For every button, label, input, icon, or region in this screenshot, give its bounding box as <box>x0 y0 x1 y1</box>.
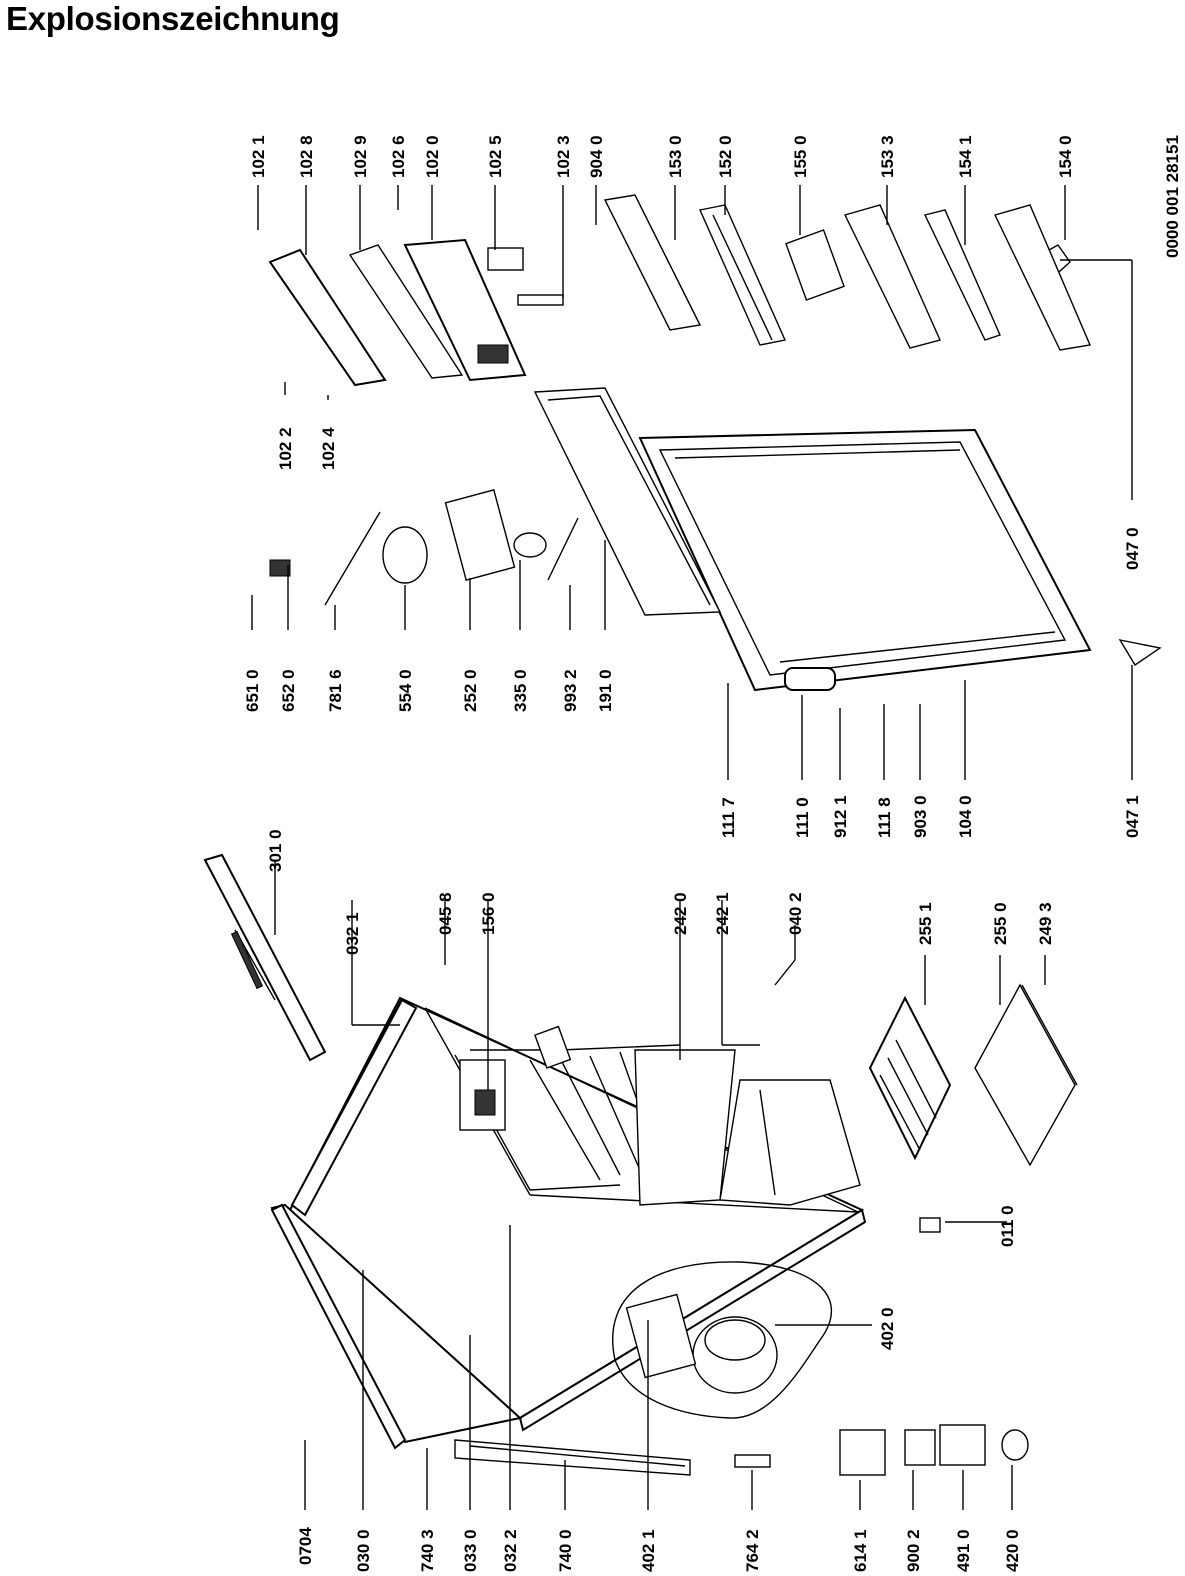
label-740-0: 740 0 <box>556 1529 575 1572</box>
part-labels: 102 1 102 8 102 9 102 6 102 0 102 5 102 … <box>243 135 1182 1572</box>
label-420-0: 420 0 <box>1003 1529 1022 1572</box>
label-102-6: 102 6 <box>389 135 408 178</box>
label-993-2: 993 2 <box>561 669 580 712</box>
label-111-0: 111 0 <box>793 797 812 838</box>
label-104-0: 104 0 <box>956 795 975 838</box>
label-249-3: 249 3 <box>1036 902 1055 945</box>
label-154-1: 154 1 <box>956 135 975 178</box>
label-903-0: 903 0 <box>911 795 930 838</box>
label-102-9: 102 9 <box>351 135 370 178</box>
label-102-1: 102 1 <box>249 135 268 178</box>
label-301-0: 301 0 <box>266 829 285 872</box>
cabinet <box>203 194 1162 1476</box>
label-904-0: 904 0 <box>587 135 606 178</box>
label-030-0: 030 0 <box>354 1529 373 1572</box>
label-402-0: 402 0 <box>878 1307 897 1350</box>
label-102-3: 102 3 <box>554 135 573 178</box>
label-156-0: 156 0 <box>479 892 498 935</box>
label-900-2: 900 2 <box>904 1529 923 1572</box>
label-242-0: 242 0 <box>671 892 690 935</box>
part-shapes <box>203 194 1162 1476</box>
label-033-0: 033 0 <box>461 1529 480 1572</box>
label-111-8: 111 8 <box>875 797 894 838</box>
label-781-6: 781 6 <box>326 669 345 712</box>
label-652-0: 652 0 <box>279 669 298 712</box>
label-912-1: 912 1 <box>831 795 850 838</box>
leader-lines <box>251 185 1133 1510</box>
label-764-2: 764 2 <box>743 1529 762 1572</box>
label-102-0: 102 0 <box>423 135 442 178</box>
label-155-0: 155 0 <box>791 135 810 178</box>
label-040-2: 040 2 <box>786 892 805 935</box>
label-047-0: 047 0 <box>1123 527 1142 570</box>
label-102-8: 102 8 <box>297 135 316 178</box>
label-032-2: 032 2 <box>501 1529 520 1572</box>
label-191-0: 191 0 <box>596 669 615 712</box>
label-032-1: 032 1 <box>343 912 362 955</box>
label-153-3: 153 3 <box>878 135 897 178</box>
label-614-1: 614 1 <box>851 1529 870 1572</box>
label-554-0: 554 0 <box>396 669 415 712</box>
label-102-2: 102 2 <box>276 427 295 470</box>
label-335-0: 335 0 <box>511 669 530 712</box>
label-255-1: 255 1 <box>916 902 935 945</box>
label-0704: 0704 <box>296 1527 315 1565</box>
label-252-0: 252 0 <box>461 669 480 712</box>
label-402-1: 402 1 <box>639 1529 658 1572</box>
label-242-1: 242 1 <box>713 892 732 935</box>
label-153-0: 153 0 <box>666 135 685 178</box>
label-154-0: 154 0 <box>1056 135 1075 178</box>
label-255-0: 255 0 <box>991 902 1010 945</box>
document-number: 0000 001 28151 <box>1163 135 1182 258</box>
label-491-0: 491 0 <box>954 1529 973 1572</box>
label-047-1: 047 1 <box>1123 795 1142 838</box>
label-740-3: 740 3 <box>418 1529 437 1572</box>
label-102-4: 102 4 <box>319 427 338 470</box>
label-651-0: 651 0 <box>243 669 262 712</box>
page-title: Explosionszeichnung <box>6 0 340 37</box>
label-045-8: 045 8 <box>436 892 455 935</box>
label-111-7: 111 7 <box>719 797 738 838</box>
label-102-5: 102 5 <box>486 135 505 178</box>
label-152-0: 152 0 <box>716 135 735 178</box>
label-011-0: 011 0 <box>998 1205 1017 1247</box>
